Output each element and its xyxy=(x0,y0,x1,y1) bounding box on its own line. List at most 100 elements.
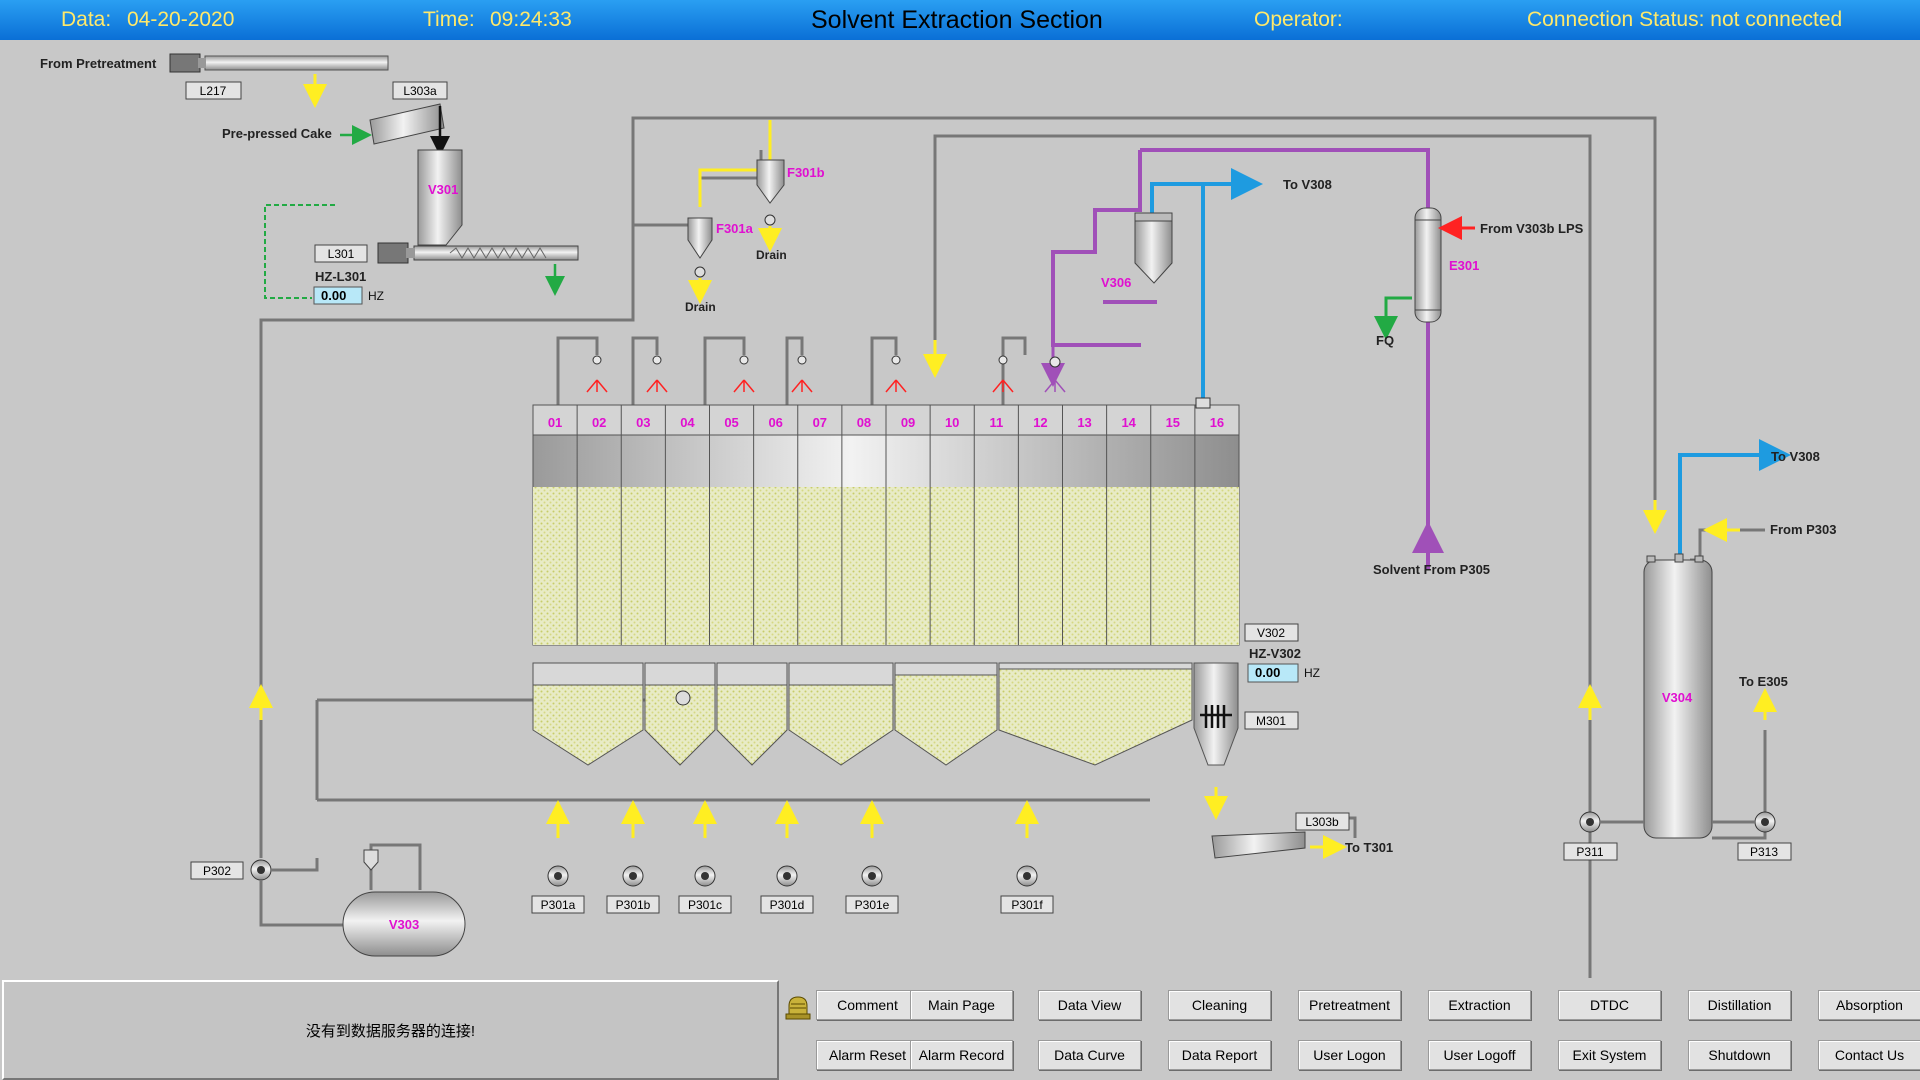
page-title: Solvent Extraction Section xyxy=(811,6,1103,34)
l217-tag-box xyxy=(185,81,242,100)
pump-tag-box xyxy=(606,895,660,914)
l301-tag-box xyxy=(314,244,368,263)
shutdown-button[interactable]: Shutdown xyxy=(1688,1040,1791,1070)
pump-tag-p301f: P301f xyxy=(1011,898,1043,912)
data-report-button[interactable]: Data Report xyxy=(1168,1040,1271,1070)
cell-label-06: 06 xyxy=(768,415,782,430)
alarm-record-button[interactable]: Alarm Record xyxy=(910,1040,1013,1070)
cell-label-11: 11 xyxy=(989,415,1003,430)
tank-v303[interactable] xyxy=(342,849,466,957)
from-v303b-lps-label: From V303b LPS xyxy=(1480,221,1584,236)
user-logon-button[interactable]: User Logon xyxy=(1298,1040,1401,1070)
pre-pressed-cake-label: Pre-pressed Cake xyxy=(222,126,332,141)
hz-l301-field[interactable] xyxy=(313,286,363,305)
from-pretreatment-label: From Pretreatment xyxy=(40,56,157,71)
operator-label: Operator: xyxy=(1254,8,1343,31)
pump-tag-box xyxy=(760,895,814,914)
exit-system-button[interactable]: Exit System xyxy=(1558,1040,1661,1070)
extraction-button[interactable]: Extraction xyxy=(1428,990,1531,1020)
cleaning-button[interactable]: Cleaning xyxy=(1168,990,1271,1020)
p313-tag: P313 xyxy=(1750,845,1778,859)
screw-conveyor-l301[interactable] xyxy=(377,242,579,264)
p311-tag: P311 xyxy=(1576,845,1603,859)
column-v304[interactable] xyxy=(1643,553,1713,839)
date-value: 04-20-2020 xyxy=(127,8,235,31)
cell-label-07: 07 xyxy=(813,415,827,430)
cell-label-12: 12 xyxy=(1033,415,1047,430)
drain-label-f301b: Drain xyxy=(756,248,787,262)
pump-p301f[interactable] xyxy=(1016,865,1038,887)
alarm-reset-button[interactable]: Alarm Reset xyxy=(816,1040,919,1070)
pump-p302[interactable] xyxy=(250,859,272,881)
flow-arrows xyxy=(249,500,1777,838)
dtdc-button[interactable]: DTDC xyxy=(1558,990,1661,1020)
cell-label-05: 05 xyxy=(724,415,738,430)
pump-p301a[interactable] xyxy=(547,865,569,887)
heat-exchanger-e301[interactable] xyxy=(1414,207,1442,323)
pretreatment-button[interactable]: Pretreatment xyxy=(1298,990,1401,1020)
user-logoff-button[interactable]: User Logoff xyxy=(1428,1040,1531,1070)
m301-tag: M301 xyxy=(1256,714,1286,728)
pump-p301e[interactable] xyxy=(861,865,883,887)
pump-p301d[interactable] xyxy=(776,865,798,887)
to-v308-label-top: To V308 xyxy=(1283,177,1332,192)
f301a-label: F301a xyxy=(716,221,754,236)
spray-nozzles xyxy=(586,379,1014,393)
data-curve-button[interactable]: Data Curve xyxy=(1038,1040,1141,1070)
hz-l301-value: 0.00 xyxy=(321,288,346,303)
separator-v306[interactable] xyxy=(1134,212,1173,284)
distillation-button[interactable]: Distillation xyxy=(1688,990,1791,1020)
f301b-label: F301b xyxy=(787,165,825,180)
cell-label-15: 15 xyxy=(1166,415,1180,430)
p313-tag-box xyxy=(1737,842,1792,861)
alarm-bell-icon[interactable] xyxy=(783,992,813,1022)
cell-label-10: 10 xyxy=(945,415,959,430)
pump-p311[interactable] xyxy=(1579,811,1601,833)
absorption-button[interactable]: Absorption xyxy=(1818,990,1920,1020)
v301-label: V301 xyxy=(428,182,458,197)
v306-label: V306 xyxy=(1101,275,1131,290)
pump-tag-p301e: P301e xyxy=(855,898,890,912)
pump-p313[interactable] xyxy=(1754,811,1776,833)
comment-button[interactable]: Comment xyxy=(816,990,919,1020)
l301-tag: L301 xyxy=(328,247,355,261)
filter-f301b[interactable] xyxy=(756,159,785,226)
cell-label-02: 02 xyxy=(592,415,606,430)
pump-p301b[interactable] xyxy=(622,865,644,887)
cell-label-14: 14 xyxy=(1121,415,1136,430)
pump-p301c[interactable] xyxy=(694,865,716,887)
discharge-m301[interactable] xyxy=(1193,662,1239,766)
main-page-button[interactable]: Main Page xyxy=(910,990,1013,1020)
pump-tag-box xyxy=(678,895,732,914)
contact-us-button[interactable]: Contact Us xyxy=(1818,1040,1920,1070)
pump-tag-box xyxy=(531,895,585,914)
from-p303-label: From P303 xyxy=(1770,522,1836,537)
e301-label: E301 xyxy=(1449,258,1479,273)
hz-l301-unit: HZ xyxy=(368,289,384,303)
hz-v302-field[interactable] xyxy=(1247,663,1299,683)
pump-tag-box xyxy=(845,895,899,914)
data-view-button[interactable]: Data View xyxy=(1038,990,1141,1020)
to-t301-label: To T301 xyxy=(1345,840,1393,855)
to-e305-label: To E305 xyxy=(1739,674,1788,689)
drain-label-f301a: Drain xyxy=(685,300,716,314)
m301-tag-box xyxy=(1244,711,1299,730)
cell-label-03: 03 xyxy=(636,415,650,430)
hopper-v301[interactable] xyxy=(417,149,463,246)
pump-tag-p301b: P301b xyxy=(616,898,651,912)
chute-l303a[interactable] xyxy=(369,103,445,145)
extractor-cell-dividers xyxy=(576,405,1196,645)
connection-message: 没有到数据服务器的连接! xyxy=(305,1022,476,1040)
message-box: 没有到数据服务器的连接! xyxy=(2,980,779,1080)
conveyor-l217[interactable] xyxy=(169,53,389,73)
hz-l301-label: HZ-L301 xyxy=(315,269,366,284)
miscella-hoppers[interactable] xyxy=(532,662,1193,766)
conveyor-l303b[interactable] xyxy=(1211,831,1306,859)
filter-f301a[interactable] xyxy=(687,217,713,278)
p302-tag: P302 xyxy=(203,864,231,878)
cell-label-01: 01 xyxy=(548,415,562,430)
cell-label-04: 04 xyxy=(680,415,695,430)
